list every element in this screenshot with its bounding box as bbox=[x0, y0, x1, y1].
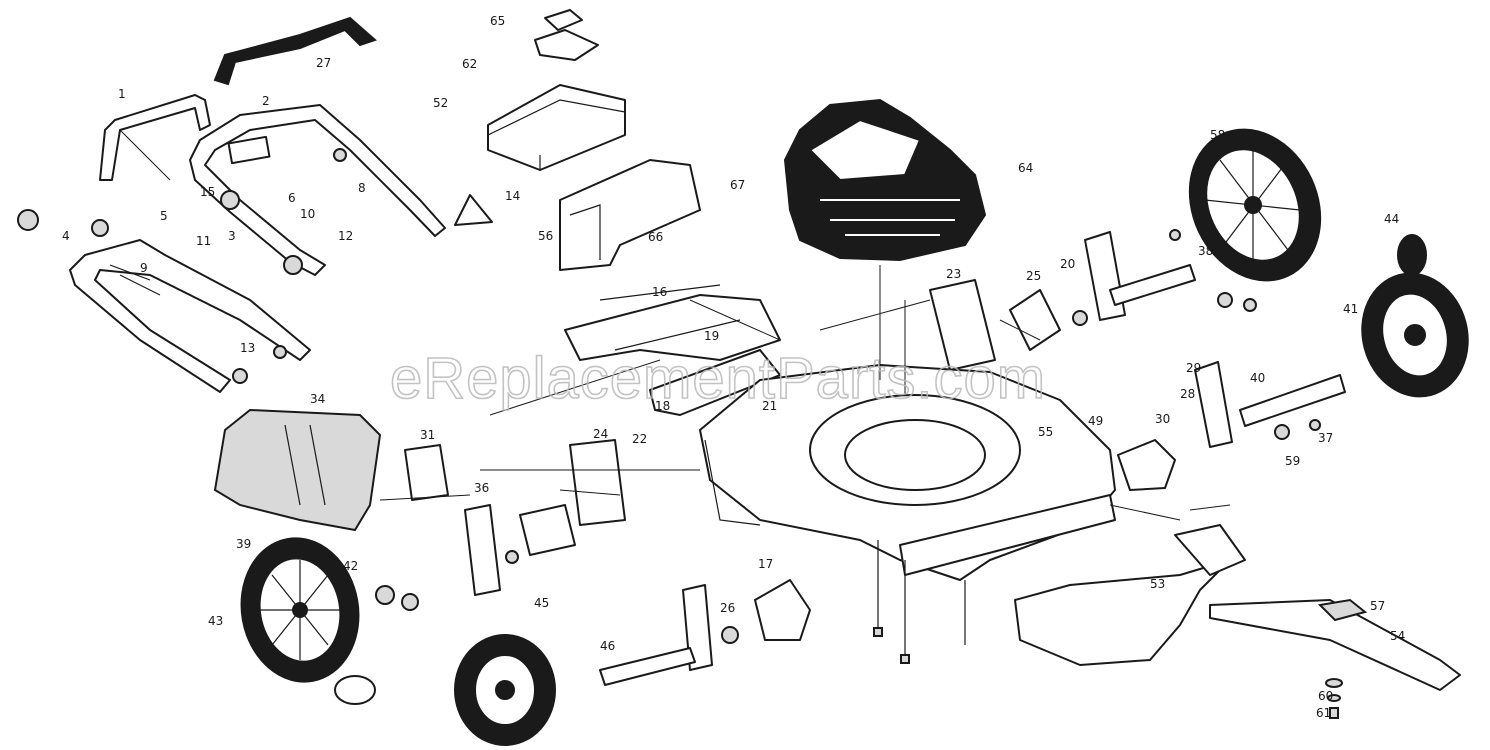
callout-31: 31 bbox=[420, 428, 435, 442]
callout-11: 11 bbox=[196, 234, 211, 248]
callout-14: 14 bbox=[505, 189, 520, 203]
front-wheel-left-part[interactable] bbox=[454, 634, 556, 746]
callout-60: 60 bbox=[1318, 689, 1333, 703]
callout-20: 20 bbox=[1060, 257, 1075, 271]
upper-handle-part[interactable] bbox=[189, 104, 446, 276]
callout-43: 43 bbox=[208, 614, 223, 628]
engine-bracket-part[interactable] bbox=[559, 159, 701, 271]
callout-56: 56 bbox=[538, 229, 553, 243]
blade-adapter-part[interactable] bbox=[1014, 524, 1246, 666]
callout-12: 12 bbox=[338, 229, 353, 243]
callout-61: 61 bbox=[1316, 706, 1331, 720]
callout-36: 36 bbox=[474, 481, 489, 495]
callout-55: 55 bbox=[1038, 425, 1053, 439]
callout-24: 24 bbox=[593, 427, 608, 441]
callout-5: 5 bbox=[160, 209, 168, 223]
callout-2: 2 bbox=[262, 94, 270, 108]
callout-9: 9 bbox=[140, 261, 148, 275]
height-adjuster-right-part[interactable] bbox=[1084, 229, 1346, 448]
handle-hardware-part[interactable] bbox=[17, 148, 493, 384]
baffle-plate-part[interactable] bbox=[754, 439, 1176, 641]
callout-27: 27 bbox=[316, 56, 331, 70]
callout-26: 26 bbox=[720, 601, 735, 615]
mower-deck-part[interactable] bbox=[699, 364, 1116, 581]
callout-46: 46 bbox=[600, 639, 615, 653]
engine-part[interactable] bbox=[783, 98, 987, 262]
callout-25: 25 bbox=[1026, 269, 1041, 283]
callout-17: 17 bbox=[758, 557, 773, 571]
callout-15: 15 bbox=[200, 185, 215, 199]
grip-handle-part[interactable] bbox=[213, 16, 377, 86]
callout-53: 53 bbox=[1150, 577, 1165, 591]
callout-59: 59 bbox=[1285, 454, 1300, 468]
callout-16: 16 bbox=[652, 285, 667, 299]
callout-13: 13 bbox=[240, 341, 255, 355]
rear-wheel-left-part[interactable] bbox=[230, 529, 369, 691]
callout-23: 23 bbox=[946, 267, 961, 281]
watermark-text: eReplacementParts.com bbox=[390, 346, 1046, 411]
callout-64: 64 bbox=[1018, 161, 1033, 175]
callout-6: 6 bbox=[288, 191, 296, 205]
callout-28: 28 bbox=[1180, 387, 1195, 401]
callout-41: 41 bbox=[1343, 302, 1358, 316]
callout-30: 30 bbox=[1155, 412, 1170, 426]
rear-wheel-right-part[interactable] bbox=[1166, 108, 1344, 302]
callout-45: 45 bbox=[534, 596, 549, 610]
callout-40: 40 bbox=[1250, 371, 1265, 385]
callout-65: 65 bbox=[490, 14, 505, 28]
callout-4: 4 bbox=[62, 229, 70, 243]
callout-19: 19 bbox=[704, 329, 719, 343]
callout-34: 34 bbox=[310, 392, 325, 406]
callout-49: 49 bbox=[1088, 414, 1103, 428]
callout-10: 10 bbox=[300, 207, 315, 221]
height-adjuster-left-part[interactable] bbox=[375, 439, 739, 686]
callout-21: 21 bbox=[762, 399, 777, 413]
callout-52: 52 bbox=[433, 96, 448, 110]
callout-38: 38 bbox=[1198, 244, 1213, 258]
callout-58: 58 bbox=[1210, 128, 1225, 142]
control-bail-part[interactable] bbox=[99, 94, 211, 181]
callout-42: 42 bbox=[343, 559, 358, 573]
callout-29: 29 bbox=[1186, 361, 1201, 375]
callout-numbers: 1 2 3 4 5 6 8 9 10 11 12 13 14 15 16 17 … bbox=[62, 14, 1405, 720]
rear-baffle-part[interactable] bbox=[929, 279, 1088, 371]
hubcap-right-part[interactable] bbox=[1397, 234, 1427, 276]
lower-handle-part[interactable] bbox=[69, 239, 311, 393]
callout-8: 8 bbox=[358, 181, 366, 195]
callout-66: 66 bbox=[648, 230, 663, 244]
front-wheel-right-part[interactable] bbox=[1349, 262, 1482, 409]
callout-57: 57 bbox=[1370, 599, 1385, 613]
callout-39: 39 bbox=[236, 537, 251, 551]
callout-18: 18 bbox=[655, 399, 670, 413]
engine-cover-part[interactable] bbox=[487, 9, 626, 171]
deck-bolts-part[interactable] bbox=[873, 540, 966, 664]
blade-part[interactable] bbox=[1209, 598, 1461, 691]
grass-bag-part[interactable] bbox=[213, 408, 382, 532]
callout-1: 1 bbox=[118, 87, 126, 101]
hubcap-left-part[interactable] bbox=[334, 675, 376, 705]
callout-54: 54 bbox=[1390, 629, 1405, 643]
callout-37: 37 bbox=[1318, 431, 1333, 445]
callout-22: 22 bbox=[632, 432, 647, 446]
assembly-leader-lines bbox=[119, 129, 1231, 521]
callout-44: 44 bbox=[1384, 212, 1399, 226]
callout-62: 62 bbox=[462, 57, 477, 71]
callout-3: 3 bbox=[228, 229, 236, 243]
callout-67: 67 bbox=[730, 178, 745, 192]
discharge-door-part[interactable] bbox=[564, 284, 781, 416]
blade-bolt-part[interactable] bbox=[1325, 678, 1343, 719]
